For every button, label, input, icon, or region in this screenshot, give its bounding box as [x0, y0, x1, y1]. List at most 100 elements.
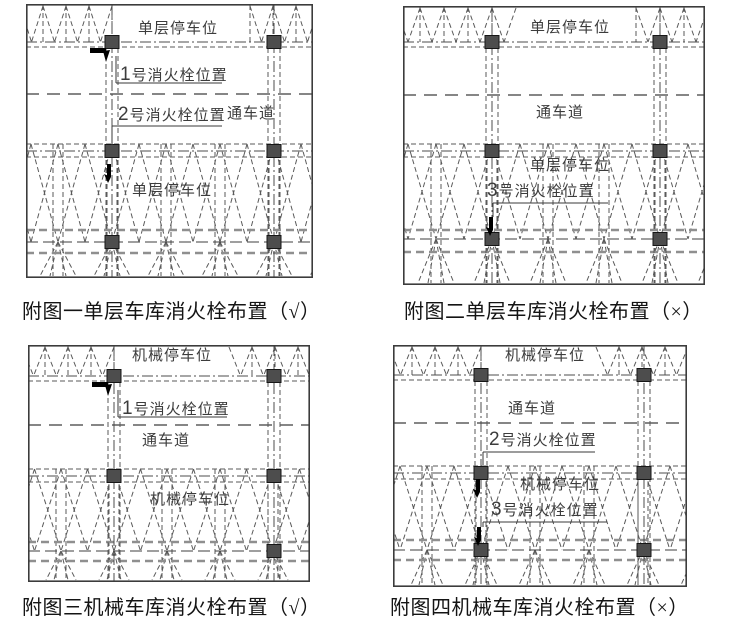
- column-marker: [104, 144, 120, 158]
- lane-label: 通车道: [142, 432, 190, 449]
- stall-hatch: [400, 346, 413, 376]
- stall-hatch: [603, 143, 633, 240]
- stall-hatch: [642, 549, 660, 586]
- stall-hatch: [603, 238, 623, 284]
- stall-hatch: [140, 468, 168, 552]
- stall-hatch: [423, 346, 436, 376]
- stall-hatch: [79, 346, 92, 377]
- stall-hatch: [28, 360, 34, 377]
- stall-hatch: [659, 7, 673, 43]
- stall-hatch: [435, 143, 465, 240]
- stall-hatch: [519, 143, 549, 240]
- stall-hatch: [434, 346, 447, 376]
- stall-hatch: [431, 7, 445, 43]
- panel-border: [28, 345, 310, 582]
- stall-hatch: [87, 468, 115, 552]
- hydrant-position-label: 3号消火栓位置: [487, 180, 595, 201]
- stall-hatch: [286, 346, 299, 377]
- stall-hatch: [166, 550, 175, 581]
- stall-hatch: [446, 346, 459, 376]
- stall-hatch: [31, 5, 44, 43]
- stall-hatch: [626, 549, 644, 586]
- stall-hatch: [507, 465, 536, 551]
- stall-hatch: [53, 550, 62, 581]
- stall-hatch: [49, 241, 59, 277]
- stall-hatch: [647, 7, 661, 43]
- stall-hatch: [427, 238, 437, 284]
- top-parking-label: 单层停车位: [530, 19, 610, 36]
- column-marker: [266, 35, 282, 49]
- column-marker: [484, 144, 500, 158]
- stall-hatch: [642, 465, 671, 551]
- stall-hatch: [607, 346, 620, 376]
- stall-hatch: [228, 346, 241, 377]
- stall-hatch: [539, 238, 549, 284]
- column-marker: [266, 544, 282, 558]
- stall-hatch: [57, 241, 67, 277]
- stall-hatch: [165, 241, 175, 277]
- stall-hatch: [90, 346, 103, 377]
- stall-hatch: [219, 550, 228, 581]
- hydrant-position-label: 1号消火栓位置: [120, 64, 228, 85]
- fire-hydrant-icon: [90, 48, 110, 62]
- stall-hatch: [410, 549, 428, 586]
- column-marker: [652, 144, 668, 158]
- column-marker: [652, 35, 668, 49]
- stall-hatch: [491, 143, 521, 240]
- fire-hydrant-icon: [104, 164, 111, 183]
- stall-hatch: [98, 550, 115, 581]
- stall-hatch: [165, 241, 185, 277]
- stall-hatch: [469, 346, 482, 376]
- stall-hatch: [588, 549, 606, 586]
- stall-hatch: [443, 7, 457, 43]
- stall-hatch: [585, 238, 605, 284]
- stall-hatch: [84, 143, 113, 243]
- hydrant-position-label: 2号消火栓位置: [489, 429, 597, 450]
- stall-hatch: [480, 549, 498, 586]
- fire-hydrant-icon: [473, 479, 480, 498]
- stall-hatch: [265, 241, 275, 277]
- stall-hatch: [435, 238, 455, 284]
- stall-hatch: [426, 465, 455, 551]
- stall-hatch: [93, 241, 113, 277]
- column-marker: [266, 469, 282, 483]
- panel-border: [26, 4, 313, 278]
- stall-hatch: [457, 346, 470, 376]
- lane-label: 通车道: [508, 400, 556, 417]
- stall-hatch: [419, 7, 433, 43]
- stall-hatch: [480, 549, 490, 586]
- fire-hydrant-icon: [474, 527, 481, 546]
- column-marker: [266, 144, 282, 158]
- stall-hatch: [418, 549, 428, 586]
- stall-hatch: [147, 241, 167, 277]
- bottom-parking-label: 机械停车位: [520, 476, 600, 493]
- stall-hatch: [300, 196, 313, 243]
- stall-hatch: [251, 346, 264, 377]
- stall-hatch: [272, 468, 300, 552]
- stall-hatch: [393, 526, 401, 551]
- column-marker: [266, 369, 282, 383]
- bottom-parking-label: 机械停车位: [150, 491, 230, 508]
- bottom-parking-label: 单层停车位: [132, 182, 212, 199]
- stall-hatch: [201, 241, 221, 277]
- stall-hatch: [151, 550, 168, 581]
- stall-hatch: [407, 7, 421, 43]
- stall-hatch: [219, 241, 229, 277]
- panel-border: [403, 6, 705, 285]
- stall-hatch: [534, 549, 544, 586]
- stall-hatch: [246, 468, 274, 552]
- column-marker: [266, 235, 282, 249]
- column-marker: [104, 35, 120, 49]
- stall-hatch: [42, 5, 55, 43]
- stall-hatch: [534, 549, 552, 586]
- stall-hatch: [103, 241, 113, 277]
- top-parking-label: 机械停车位: [132, 347, 212, 364]
- column-marker: [106, 469, 122, 483]
- lane-label: 通车道: [536, 104, 584, 121]
- stall-hatch: [272, 550, 289, 581]
- stall-hatch: [467, 7, 481, 43]
- stall-hatch: [45, 550, 62, 581]
